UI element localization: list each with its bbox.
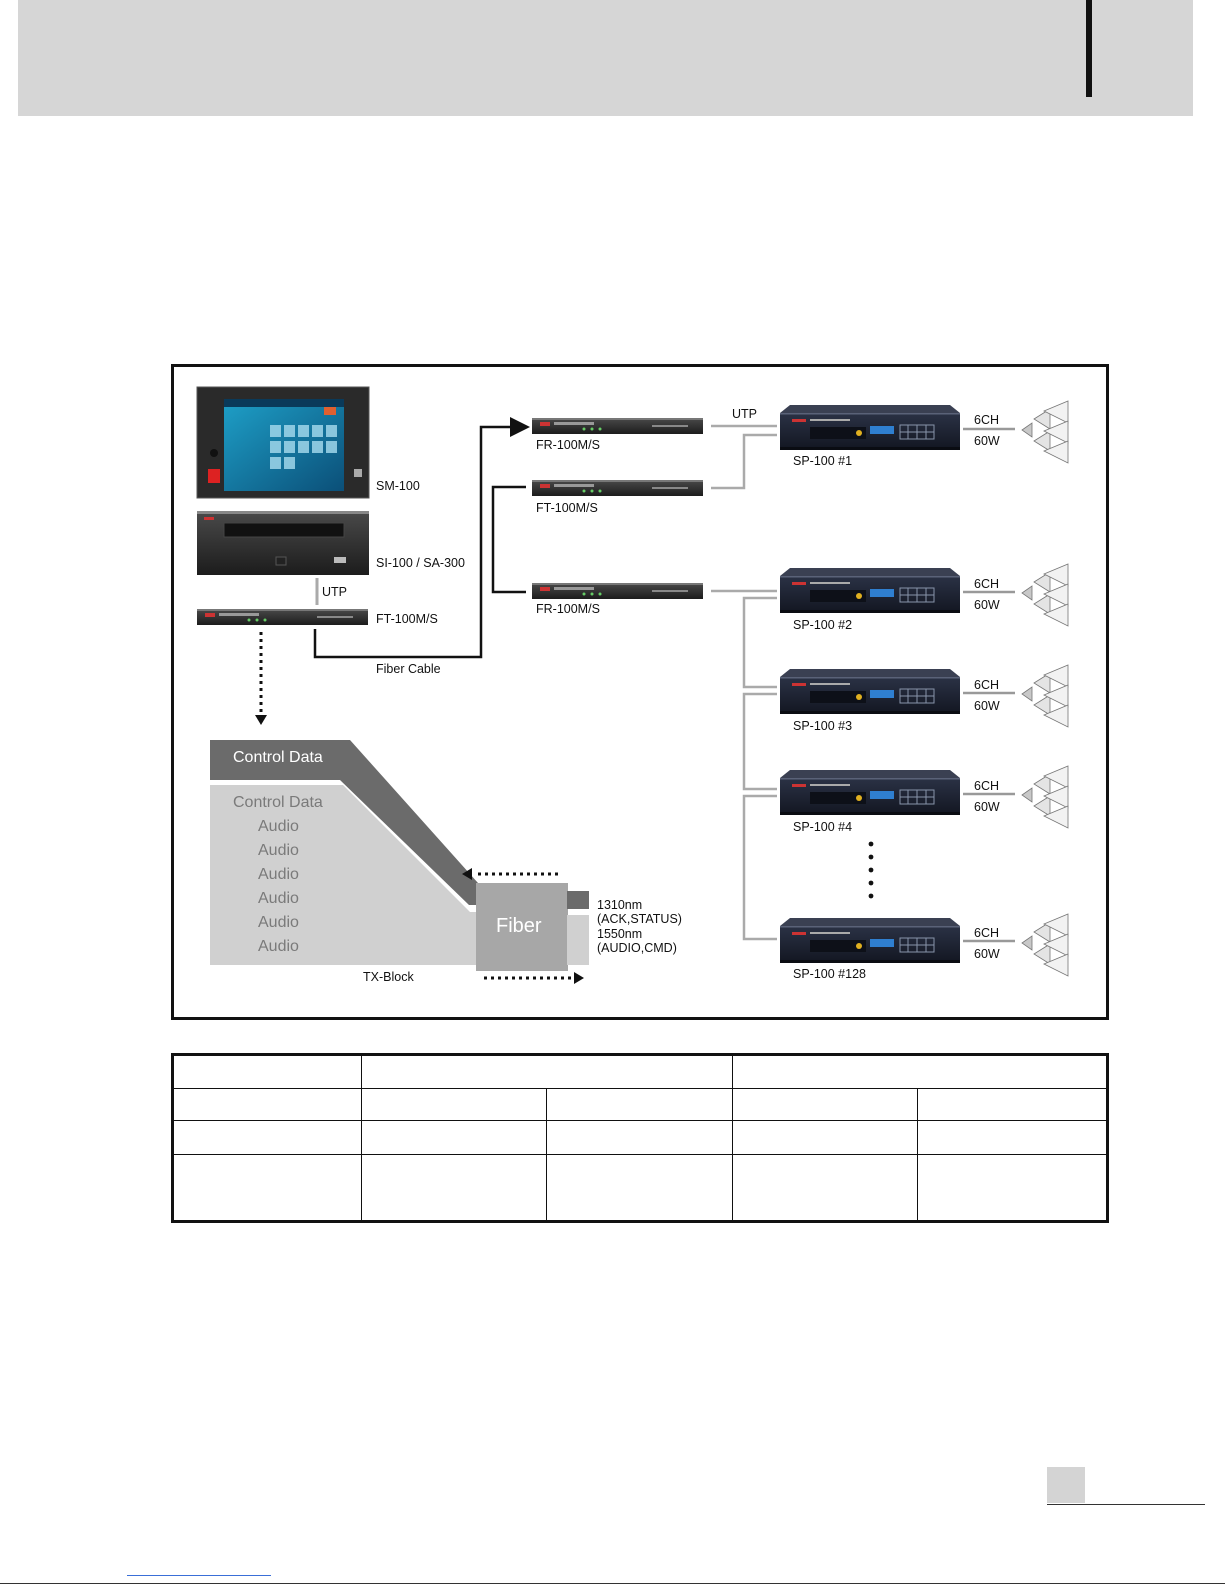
amp-channels: 6CH bbox=[974, 577, 999, 591]
ft-left-device bbox=[197, 609, 368, 625]
tx-layer-label: Audio bbox=[258, 914, 299, 932]
amp-channels: 6CH bbox=[974, 413, 999, 427]
wavelength-label: (AUDIO,CMD) bbox=[597, 941, 677, 955]
amp-power: 60W bbox=[974, 947, 1000, 961]
amp-label: SP-100 #4 bbox=[793, 820, 852, 834]
table-cell bbox=[918, 1089, 1108, 1121]
amp-2 bbox=[780, 568, 960, 613]
fiber-cable-label: Fiber Cable bbox=[376, 662, 441, 676]
fiber-label: Fiber bbox=[496, 915, 542, 938]
table-row bbox=[173, 1155, 1108, 1222]
table-cell bbox=[732, 1055, 1107, 1089]
speaker-cluster-3 bbox=[1022, 665, 1068, 727]
amp-1 bbox=[780, 405, 960, 450]
ft-left-label: FT-100M/S bbox=[376, 612, 438, 626]
table-cell bbox=[732, 1089, 918, 1121]
speaker-cluster-1 bbox=[1022, 401, 1068, 463]
table-cell bbox=[732, 1155, 918, 1222]
fr-top-label: FR-100M/S bbox=[536, 438, 600, 452]
sm100-device bbox=[197, 387, 369, 498]
speaker-cluster-2 bbox=[1022, 564, 1068, 626]
utp-left-label: UTP bbox=[322, 585, 347, 599]
amp-channels: 6CH bbox=[974, 678, 999, 692]
amp-label: SP-100 #128 bbox=[793, 967, 866, 981]
table-cell bbox=[918, 1121, 1108, 1155]
fr-low-device bbox=[532, 583, 703, 599]
tx-layer-label: Audio bbox=[258, 866, 299, 884]
table-cell bbox=[918, 1155, 1108, 1222]
table-cell bbox=[361, 1089, 547, 1121]
bottom-rule bbox=[0, 1583, 1225, 1584]
system-diagram: SM-100 SI-100 / SA-300 UTP FT-100M/S Fib… bbox=[171, 364, 1109, 1020]
tx-block-caption: TX-Block bbox=[363, 970, 414, 984]
tx-layer-label: Audio bbox=[258, 818, 299, 836]
table-cell bbox=[732, 1121, 918, 1155]
table-cell bbox=[173, 1121, 362, 1155]
table-cell bbox=[173, 1055, 362, 1089]
fr-top-device bbox=[532, 418, 703, 434]
amp-128 bbox=[780, 918, 960, 963]
page-header-band bbox=[18, 0, 1193, 116]
amp-3 bbox=[780, 669, 960, 714]
footer-rule bbox=[1047, 1504, 1205, 1505]
table-cell bbox=[173, 1155, 362, 1222]
amp-label: SP-100 #2 bbox=[793, 618, 852, 632]
table-cell bbox=[173, 1089, 362, 1121]
speaker-cluster-128 bbox=[1022, 914, 1068, 976]
utp-right-label: UTP bbox=[732, 407, 757, 421]
table-cell bbox=[361, 1121, 547, 1155]
amp-power: 60W bbox=[974, 434, 1000, 448]
wavelength-label: 1550nm bbox=[597, 927, 642, 941]
wavelength-label: (ACK,STATUS) bbox=[597, 912, 682, 926]
ellipsis-dots bbox=[869, 842, 874, 899]
si100-label: SI-100 / SA-300 bbox=[376, 556, 465, 570]
si100-device bbox=[197, 511, 369, 575]
amp-label: SP-100 #1 bbox=[793, 454, 852, 468]
amp-channels: 6CH bbox=[974, 926, 999, 940]
table-cell bbox=[361, 1055, 732, 1089]
table-cell bbox=[361, 1155, 547, 1222]
ft-mid-device bbox=[532, 480, 703, 496]
table-row bbox=[173, 1055, 1108, 1089]
table-cell bbox=[547, 1089, 733, 1121]
amp-4 bbox=[780, 770, 960, 815]
fr-low-label: FR-100M/S bbox=[536, 602, 600, 616]
tx-layer-label: Audio bbox=[258, 938, 299, 956]
spec-table bbox=[171, 1053, 1109, 1223]
bottom-link-underline bbox=[127, 1575, 271, 1576]
table-cell bbox=[547, 1155, 733, 1222]
table-cell bbox=[547, 1121, 733, 1155]
page-number-box bbox=[1047, 1467, 1085, 1503]
amp-power: 60W bbox=[974, 699, 1000, 713]
tx-top-layer-label: Control Data bbox=[233, 749, 323, 767]
speaker-cluster-4 bbox=[1022, 766, 1068, 828]
page-header-marker bbox=[1086, 0, 1092, 97]
amp-channels: 6CH bbox=[974, 779, 999, 793]
table-row bbox=[173, 1121, 1108, 1155]
table-row bbox=[173, 1089, 1108, 1121]
amp-power: 60W bbox=[974, 598, 1000, 612]
tx-layer-label: Control Data bbox=[233, 794, 323, 812]
tx-layer-label: Audio bbox=[258, 890, 299, 908]
ft-mid-label: FT-100M/S bbox=[536, 501, 598, 515]
amp-power: 60W bbox=[974, 800, 1000, 814]
sm100-label: SM-100 bbox=[376, 479, 420, 493]
amp-label: SP-100 #3 bbox=[793, 719, 852, 733]
wavelength-label: 1310nm bbox=[597, 898, 642, 912]
tx-layer-label: Audio bbox=[258, 842, 299, 860]
